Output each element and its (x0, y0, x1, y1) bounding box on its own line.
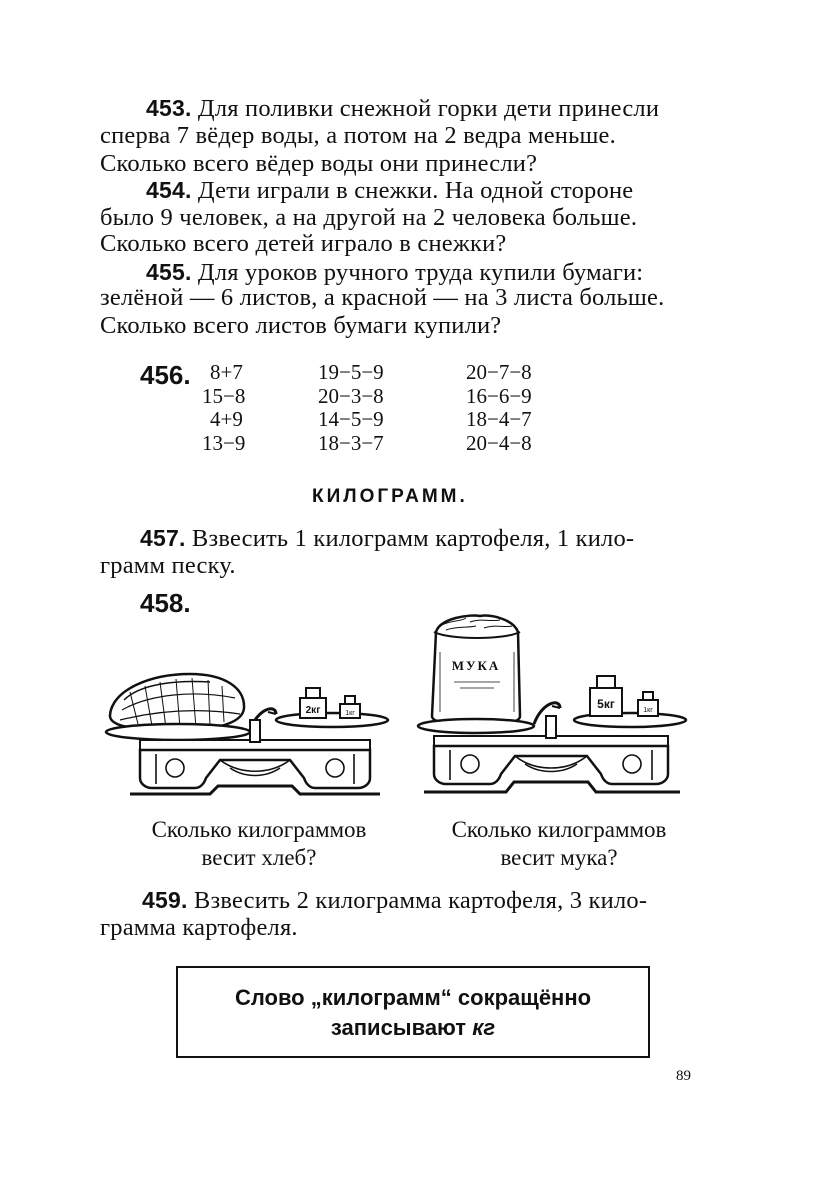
section-heading: КИЛОГРАММ. (312, 486, 468, 507)
scale-with-flour-sack-illustration: МУКА 5кг 1кг (416, 614, 688, 794)
problem-454-line-3: Сколько всего детей играло в снежки? (100, 230, 507, 257)
weight-1kg-label: 1кг (643, 707, 653, 714)
rule-line-2-prefix: записывают (330, 1015, 473, 1040)
problem-number-454: 454. (146, 177, 192, 203)
expression: 4+9 (210, 407, 243, 431)
expression: 8+7 (210, 360, 243, 384)
bread-icon (108, 672, 246, 732)
expression: 16−6−9 (466, 384, 532, 408)
problem-455-line-1: 455. Для уроков ручного труда купили бум… (146, 258, 643, 287)
rule-box: Слово „килограмм“ сокращённо записывают … (176, 966, 650, 1058)
expression: 20−3−8 (318, 384, 384, 408)
problem-457-line-1: 457. Взвесить 1 килограмм картофеля, 1 к… (140, 524, 634, 553)
weight-2kg-label: 2кг (306, 705, 321, 716)
expression: 18−3−7 (318, 431, 384, 455)
page-number: 89 (676, 1068, 691, 1084)
problem-453-line-3: Сколько всего вёдер воды они принесли? (100, 150, 538, 177)
left-caption-line-2: весит хлеб? (201, 845, 317, 870)
problem-454-text-1: Дети играли в снежки. На одной стороне (197, 177, 634, 204)
weight-2kg-icon: 2кг (299, 687, 327, 719)
problem-457-line-2: грамм песку. (100, 552, 236, 579)
problem-454-line-1: 454. Дети играли в снежки. На одной стор… (146, 176, 633, 205)
expression: 18−4−7 (466, 407, 532, 431)
expression: 20−4−8 (466, 431, 532, 455)
problem-number-453: 453. (146, 95, 192, 121)
sack-label: МУКА (452, 658, 501, 673)
flour-sack-icon: МУКА (430, 614, 522, 726)
expression: 19−5−9 (318, 360, 384, 384)
problem-number-457: 457. (140, 525, 186, 551)
weight-1kg-icon: 1кг (637, 691, 659, 717)
weight-1kg-label: 1кг (345, 710, 355, 717)
expression: 15−8 (202, 384, 246, 408)
problem-459-line-1: 459. Взвесить 2 килограмма картофеля, 3 … (142, 886, 647, 915)
rule-abbreviation: кг (472, 1015, 496, 1040)
expression: 13−9 (202, 431, 246, 455)
problem-455-line-2: зелёной — 6 листов, а красной — на 3 лис… (100, 284, 665, 311)
rule-line-2: записывают кг (178, 1014, 648, 1042)
problem-457-text-1: Взвесить 1 килограмм картофеля, 1 кило- (191, 525, 635, 552)
left-caption-line-1: Сколько килограммов (151, 817, 367, 842)
problem-number-458: 458. (140, 588, 191, 618)
problem-453-text-1: Для поливки снежной горки дети принесли (197, 95, 660, 122)
expression: 14−5−9 (318, 407, 384, 431)
problem-453-line-2: сперва 7 вёдер воды, а потом на 2 ведра … (100, 122, 616, 149)
problem-454-line-2: было 9 человек, а на другой на 2 человек… (100, 204, 638, 231)
problem-number-455: 455. (146, 259, 192, 285)
problem-453-line-1: 453. Для поливки снежной горки дети прин… (146, 94, 659, 123)
scale-with-bread-illustration: 2кг 1кг (104, 672, 390, 796)
problem-455-line-3: Сколько всего листов бумаги купили? (100, 312, 502, 339)
weight-5kg-label: 5кг (597, 697, 615, 711)
expression: 20−7−8 (466, 360, 532, 384)
problem-459-line-2: грамма картофеля. (100, 914, 298, 941)
weight-5kg-icon: 5кг (589, 675, 623, 717)
problem-number-456: 456. (140, 360, 191, 390)
right-caption-line-1: Сколько килограммов (451, 817, 667, 842)
rule-line-1: Слово „килограмм“ сокращённо (234, 985, 592, 1010)
problem-459-text-1: Взвесить 2 килограмма картофеля, 3 кило- (193, 887, 648, 914)
problem-455-text-1: Для уроков ручного труда купили бумаги: (197, 259, 644, 286)
weight-1kg-icon: 1кг (339, 695, 361, 719)
right-caption-line-2: весит мука? (500, 845, 618, 870)
problem-number-459: 459. (142, 887, 188, 913)
